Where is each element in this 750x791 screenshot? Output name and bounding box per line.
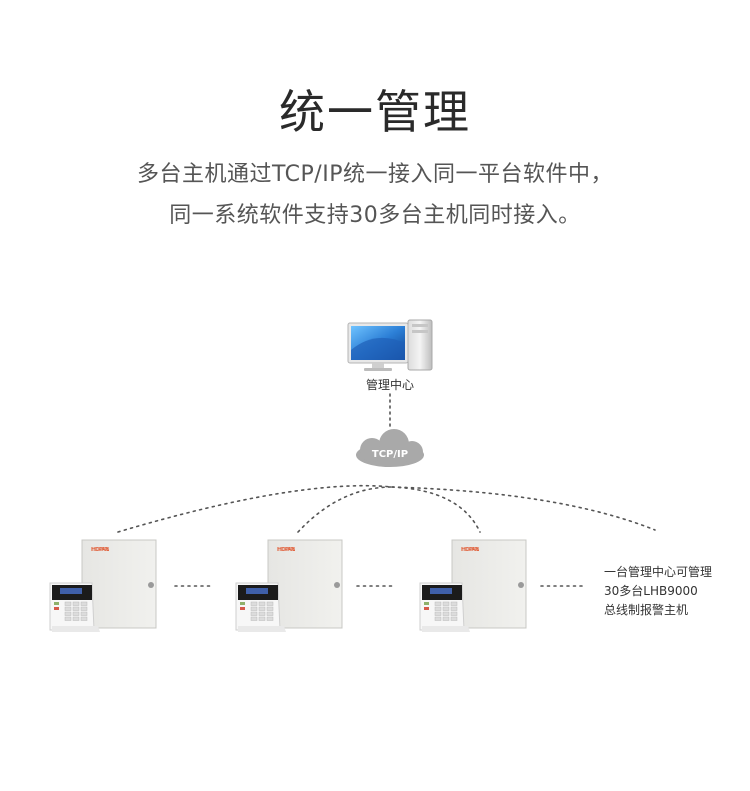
subtitle-line-2: 同一系统软件支持30多台主机同时接入。: [169, 203, 581, 228]
link-panel-3: [391, 486, 481, 533]
link-panel-1: [117, 484, 393, 533]
panel-2-brand: HOPAN: [277, 547, 295, 553]
capacity-note: 一台管理中心可管理 30多台LHB9000 总线制报警主机: [604, 563, 712, 620]
link-more-panels: [391, 486, 656, 531]
alarm-panel-3: [419, 539, 527, 633]
panel-1-brand: HOPAN: [91, 547, 109, 553]
note-line-2: 30多台LHB9000: [604, 584, 698, 598]
note-line-1: 一台管理中心可管理: [604, 565, 713, 579]
subtitle-line-1: 多台主机通过TCP/IP统一接入同一平台软件中，: [137, 162, 613, 187]
network-links: [117, 484, 656, 533]
computer-icon: [347, 319, 433, 371]
panel-3-brand: HOPAN: [461, 547, 479, 553]
cloud-icon: [356, 429, 424, 467]
note-line-3: 总线制报警主机: [604, 603, 689, 617]
link-panel-2: [297, 486, 393, 533]
page-title: 统一管理: [279, 85, 471, 139]
center-label: 管理中心: [366, 377, 414, 392]
alarm-panel-1: [49, 539, 157, 633]
alarm-panel-2: [235, 539, 343, 633]
cloud-label: TCP/IP: [372, 449, 408, 460]
